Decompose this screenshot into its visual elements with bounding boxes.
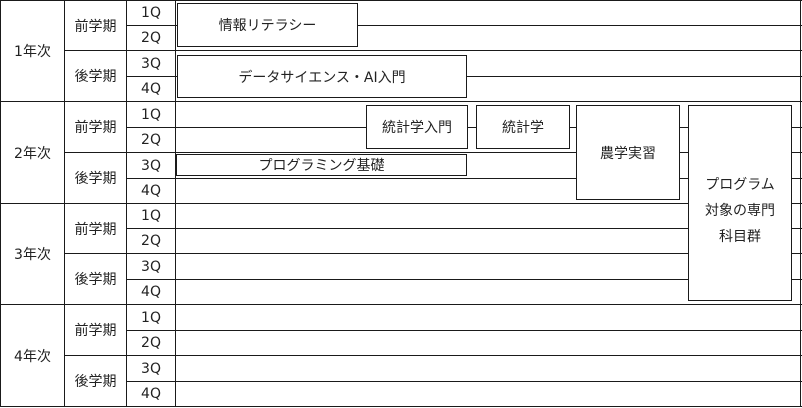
term-label: 後学期 <box>74 171 117 187</box>
term-label: 後学期 <box>74 272 117 288</box>
quarter-label: 1Q <box>141 5 161 21</box>
quarter-label: 1Q <box>141 106 161 123</box>
course-specialized-group: プログラム 対象の専門 科目群 <box>688 105 792 301</box>
course-specialized-line: プログラム <box>705 177 775 193</box>
year-label: 3年次 <box>14 247 51 263</box>
quarter-divider <box>126 25 802 26</box>
course-specialized-line: 科目群 <box>719 229 761 245</box>
year-divider <box>0 203 802 204</box>
year-label: 1年次 <box>14 44 51 60</box>
term-divider <box>64 152 802 153</box>
term-label: 後学期 <box>74 374 117 390</box>
quarter-label: 4Q <box>141 386 161 402</box>
course-data-science-intro: データサイエンス・AI入門 <box>177 55 467 98</box>
course-statistics-intro: 統計学入門 <box>366 105 468 149</box>
quarter-divider <box>126 228 802 229</box>
quarter-label: 4Q <box>141 81 161 97</box>
quarter-divider <box>126 330 802 331</box>
frame-top <box>0 0 802 1</box>
course-info-literacy: 情報リテラシー <box>177 3 358 47</box>
term-divider <box>64 253 802 254</box>
course-agri-practice: 農学実習 <box>576 105 680 200</box>
year-divider <box>0 101 802 102</box>
quarter-label: 3Q <box>141 258 161 275</box>
term-divider <box>64 50 802 51</box>
frame-bottom <box>0 406 802 407</box>
quarter-label: 3Q <box>141 157 161 174</box>
term-label: 前学期 <box>74 323 117 339</box>
quarter-divider <box>126 381 802 382</box>
quarter-label: 2Q <box>141 335 161 351</box>
quarter-label: 1Q <box>141 208 161 224</box>
quarter-label: 4Q <box>141 284 161 300</box>
quarter-label: 1Q <box>141 309 161 326</box>
quarter-divider <box>126 279 802 280</box>
term-label: 後学期 <box>74 69 117 85</box>
term-label: 前学期 <box>74 18 117 35</box>
term-label: 前学期 <box>74 120 117 136</box>
course-specialized-line: 対象の専門 <box>705 203 775 219</box>
quarter-label: 3Q <box>141 55 161 72</box>
term-label: 前学期 <box>74 221 117 238</box>
term-divider <box>64 355 802 356</box>
year-divider <box>0 304 802 305</box>
course-programming-basics: プログラミング基礎 <box>176 154 467 176</box>
quarter-label: 2Q <box>141 30 161 46</box>
quarter-divider <box>126 178 802 179</box>
quarter-label: 3Q <box>141 360 161 377</box>
quarter-label: 4Q <box>141 183 161 199</box>
quarter-label: 2Q <box>141 233 161 249</box>
quarter-label: 2Q <box>141 132 161 148</box>
year-label: 2年次 <box>14 145 51 162</box>
year-label: 4年次 <box>14 348 51 365</box>
course-statistics: 統計学 <box>476 105 570 149</box>
